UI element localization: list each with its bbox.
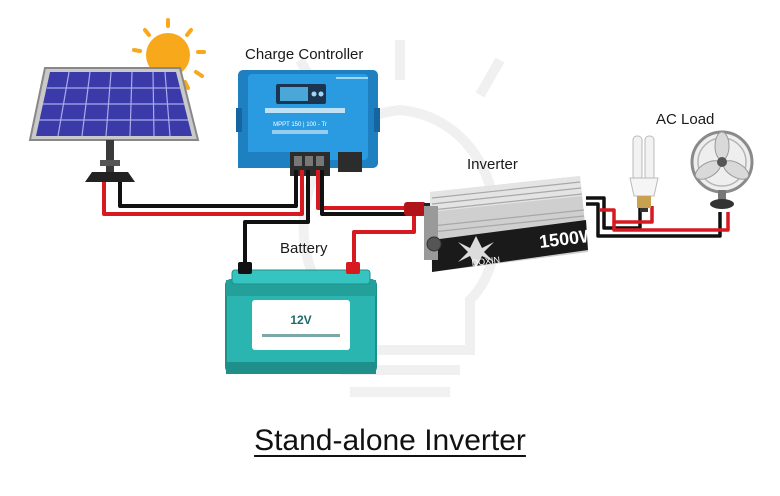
controller-to-battery-wires — [243, 170, 416, 268]
inverter-to-load-wires — [586, 196, 730, 238]
diagram-title: Stand-alone Inverter — [254, 424, 526, 457]
panel-to-controller-wires — [102, 170, 304, 216]
charge-controller-label: Charge Controller — [245, 46, 364, 63]
inverter-label: Inverter — [467, 156, 518, 173]
inverter: DOXIN 1500W — [424, 176, 597, 272]
inverter-brand: DOXIN — [471, 255, 501, 268]
battery-voltage: 12V — [290, 313, 311, 327]
sun-icon — [132, 18, 206, 90]
ac-load-label: AC Load — [656, 111, 715, 128]
cfl-bulb-icon — [629, 135, 659, 212]
controller-model: MPPT 150 | 100 - Tr — [273, 122, 327, 128]
solar-panel — [28, 67, 200, 182]
battery-label: Battery — [280, 240, 328, 257]
fan-icon — [690, 130, 754, 209]
battery: 12V — [225, 262, 377, 374]
charge-controller: MPPT 150 | 100 - Tr — [236, 70, 380, 176]
